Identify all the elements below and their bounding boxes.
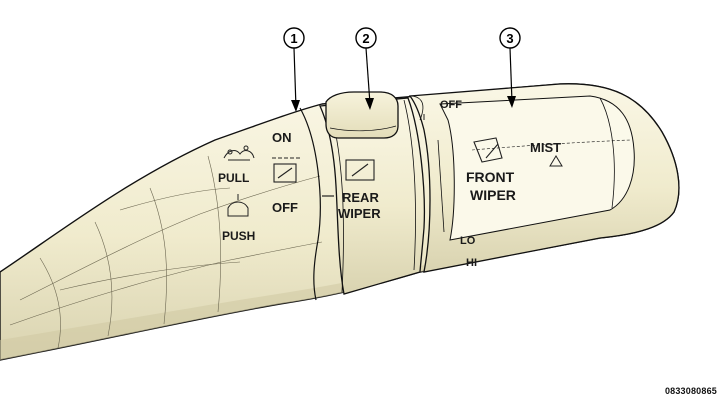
hi-label: HI	[466, 257, 477, 269]
callout-1: 1	[283, 27, 305, 112]
ring3-wiper-label: WIPER	[470, 187, 516, 203]
ring2-band	[319, 97, 425, 295]
ring1-off-label: OFF	[272, 200, 298, 215]
ring3-face	[439, 95, 635, 241]
push-label: PUSH	[222, 229, 255, 243]
mist-label: MIST	[530, 140, 561, 155]
on-label: ON	[272, 130, 292, 145]
ring2-wiper-label: WIPER	[338, 206, 381, 221]
washer-icon	[227, 194, 249, 217]
callout-2: 2	[355, 27, 377, 110]
mist-arrow-icon	[549, 155, 563, 167]
ring3-off-label: OFF	[440, 99, 462, 111]
callout-3: 3	[499, 27, 521, 108]
stalk-underside-shade	[0, 208, 672, 360]
headlamp-washer-icon	[272, 157, 300, 183]
stalk-mesh-lines	[9, 155, 323, 349]
ring2-tab	[325, 91, 399, 139]
pull-label: PULL	[218, 171, 249, 185]
ring1-collar	[299, 107, 321, 301]
front-wiper-icon	[473, 137, 503, 163]
callout-2-number: 2	[362, 31, 369, 46]
callout-1-number: 1	[290, 31, 297, 46]
rear-label: REAR	[342, 190, 379, 205]
ring3-dash-line	[471, 139, 631, 151]
lo-label: LO	[460, 235, 476, 247]
callout-3-number: 3	[506, 31, 513, 46]
rear-wiper-icon	[345, 159, 375, 181]
front-label: FRONT	[466, 169, 515, 185]
washer-spray-icon	[223, 145, 255, 161]
figure-id: 0833080865	[664, 386, 717, 396]
